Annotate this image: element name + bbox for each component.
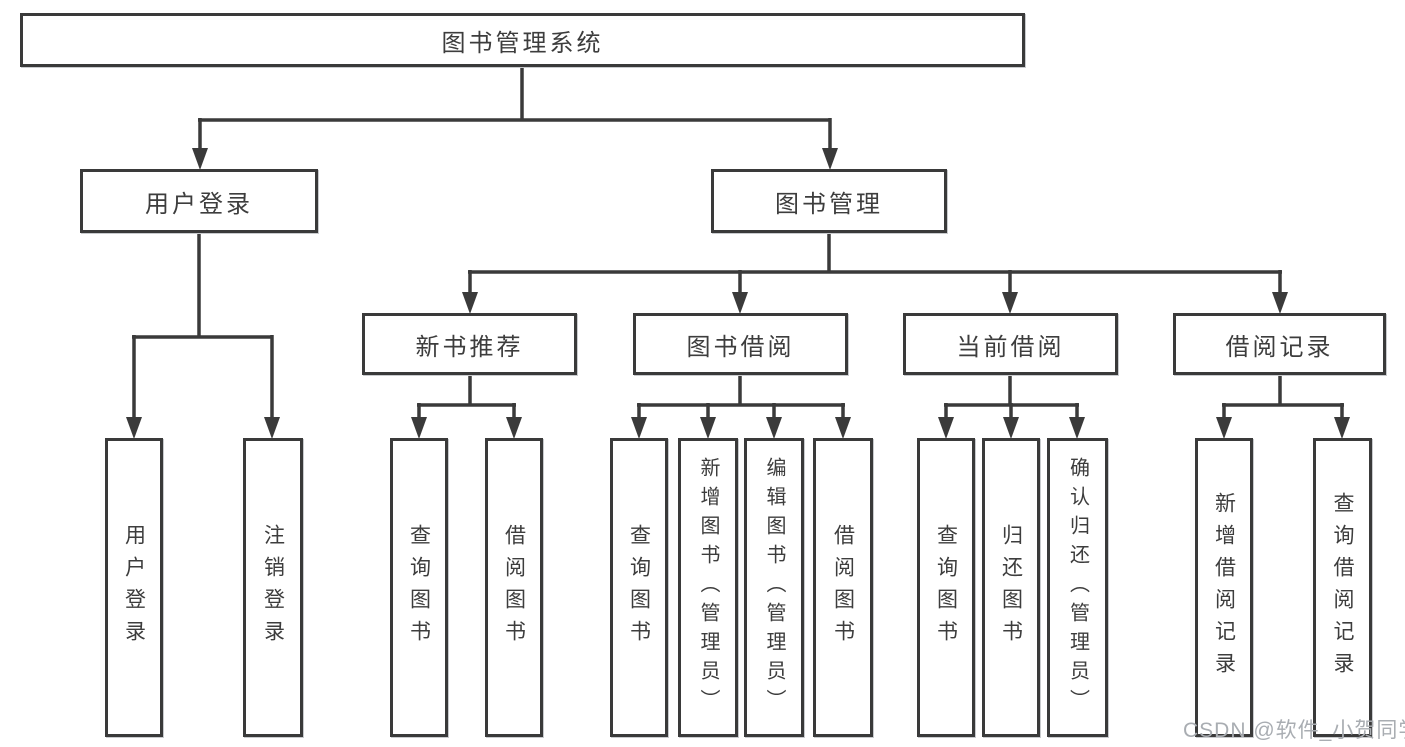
node-label: 归还图书 xyxy=(999,523,1023,652)
arrow-down-icon xyxy=(1272,292,1288,314)
node-book-mgmt-group: 图书管理 xyxy=(711,169,947,233)
arrow-down-icon xyxy=(835,417,851,439)
node-nb-borrow-book: 借阅图书 xyxy=(485,438,543,737)
arrow-down-icon xyxy=(1002,292,1018,314)
node-user-login-group: 用户登录 xyxy=(80,169,318,233)
arrow-down-icon xyxy=(264,417,280,439)
node-br-add-record: 新增借阅记录 xyxy=(1195,438,1253,737)
arrow-down-icon xyxy=(1334,417,1350,439)
node-label: 图书管理 xyxy=(775,190,883,218)
node-label: 新增图书（管理员） xyxy=(697,457,719,718)
node-label: 借阅记录 xyxy=(1225,333,1334,361)
node-nb-query-book: 查询图书 xyxy=(390,438,448,737)
arrow-down-icon xyxy=(732,292,748,314)
connector-root-to-level2 xyxy=(192,67,838,170)
csdn-watermark: CSDN @软件_小贺同学 xyxy=(1183,719,1405,742)
node-label: 查询图书 xyxy=(934,523,958,652)
node-bb-borrow-book: 借阅图书 xyxy=(813,438,873,737)
connector-user-login-branch xyxy=(126,233,280,439)
node-logout: 注销登录 xyxy=(243,438,303,737)
node-label: 用户登录 xyxy=(122,523,146,652)
node-label: 查询图书 xyxy=(627,523,651,652)
node-cb-confirm-return-admin: 确认归还（管理员） xyxy=(1047,438,1108,737)
connector-book-mgmt-branch xyxy=(462,233,1288,314)
node-label: 查询图书 xyxy=(407,523,431,652)
connector-book-borrow-group xyxy=(631,375,851,439)
node-label: 新增借阅记录 xyxy=(1212,491,1236,684)
arrow-down-icon xyxy=(462,292,478,314)
node-new-book-recommend: 新书推荐 xyxy=(362,313,577,375)
arrow-down-icon xyxy=(938,417,954,439)
node-label: 查询借阅记录 xyxy=(1331,491,1354,684)
node-label: 注销登录 xyxy=(261,523,285,652)
arrow-down-icon xyxy=(1003,417,1019,439)
node-current-borrow: 当前借阅 xyxy=(903,313,1118,375)
node-label: 借阅图书 xyxy=(502,523,526,652)
arrow-down-icon xyxy=(766,417,782,439)
node-cb-return-book: 归还图书 xyxy=(982,438,1040,737)
connector-borrow-record-group xyxy=(1216,375,1350,439)
arrow-down-icon xyxy=(1069,417,1085,439)
node-book-borrow: 图书借阅 xyxy=(633,313,848,375)
node-label: 图书管理系统 xyxy=(441,29,604,57)
node-bb-edit-book-admin: 编辑图书（管理员） xyxy=(744,438,804,737)
arrow-down-icon xyxy=(126,417,142,439)
node-root-system: 图书管理系统 xyxy=(20,13,1025,67)
node-label: 借阅图书 xyxy=(831,523,855,652)
node-label: 当前借阅 xyxy=(956,333,1065,361)
arrow-down-icon xyxy=(822,148,838,170)
arrow-down-icon xyxy=(192,148,208,170)
arrow-down-icon xyxy=(411,417,427,439)
arrow-down-icon xyxy=(631,417,647,439)
node-label: 编辑图书（管理员） xyxy=(763,457,785,718)
node-user-login: 用户登录 xyxy=(105,438,163,737)
node-label: 新书推荐 xyxy=(415,333,524,361)
node-br-query-record: 查询借阅记录 xyxy=(1313,438,1372,737)
connector-new-book-group xyxy=(411,375,522,439)
arrow-down-icon xyxy=(1216,417,1232,439)
node-label: 用户登录 xyxy=(145,190,253,218)
node-label: 图书借阅 xyxy=(686,333,795,361)
node-bb-add-book-admin: 新增图书（管理员） xyxy=(678,438,738,737)
arrow-down-icon xyxy=(700,417,716,439)
node-bb-query-book: 查询图书 xyxy=(610,438,668,737)
node-cb-query-book: 查询图书 xyxy=(917,438,975,737)
connector-current-borrow-group xyxy=(938,375,1085,439)
node-label: 确认归还（管理员） xyxy=(1066,457,1089,718)
node-borrow-record: 借阅记录 xyxy=(1173,313,1386,375)
arrow-down-icon xyxy=(506,417,522,439)
